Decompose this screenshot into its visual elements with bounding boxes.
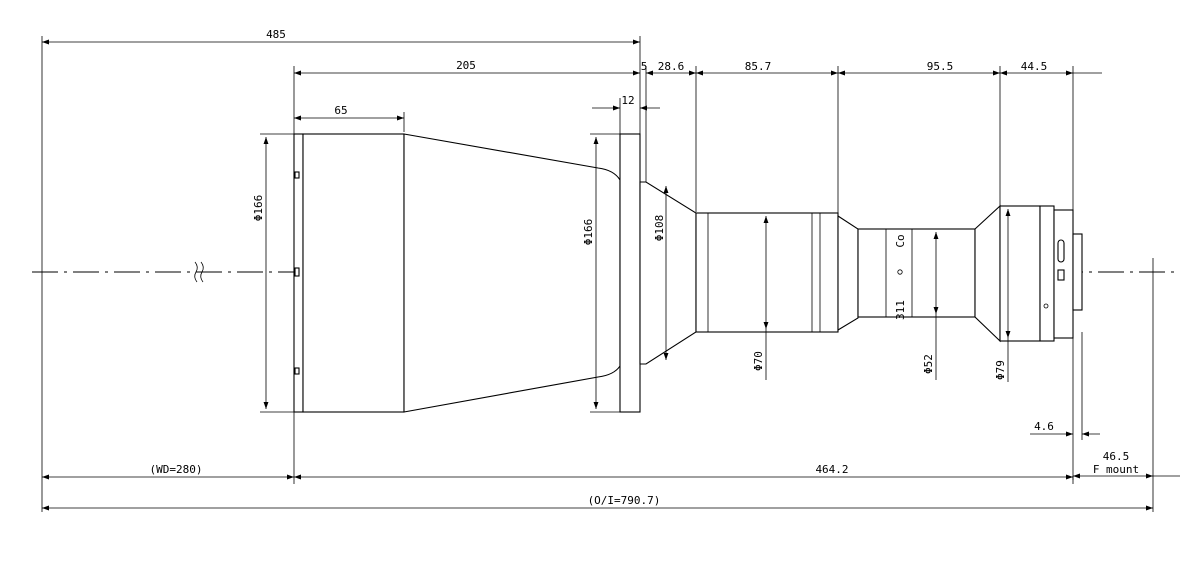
top-dimensions: 485 205 65 12 5 28.6 85.7 95.5 44.5 (42, 28, 1102, 121)
front-cone (403, 133, 621, 413)
mount-dimensions: 4.6 46.5 F mount (1030, 420, 1180, 479)
bottom-dimensions: (WD=280) 464.2 (O/I=790.7) (42, 463, 1153, 511)
dim-485: 485 (266, 28, 286, 41)
flange (619, 133, 641, 413)
dim-5: 5 (641, 60, 648, 73)
dim-85-7: 85.7 (745, 60, 772, 73)
dim-wd-280: (WD=280) (150, 463, 203, 476)
neck-cone (639, 181, 697, 365)
engraving-top: Co (894, 234, 907, 247)
front-barrel (302, 133, 405, 413)
dim-95-5: 95.5 (927, 60, 954, 73)
dim-dia-166-front: Φ166 (252, 195, 265, 222)
dim-dia-108: Φ108 (653, 215, 666, 242)
dim-dia-70: Φ70 (752, 351, 765, 371)
step-cone (837, 214, 859, 331)
diameter-dimensions: Φ166 Φ166 Φ108 Φ70 Φ52 Φ79 (252, 133, 1011, 413)
dim-65: 65 (334, 104, 347, 117)
dim-dia-79: Φ79 (994, 360, 1007, 380)
axis-break-symbol (194, 261, 204, 283)
dim-dia-52: Φ52 (922, 354, 935, 374)
engraving-bottom: 311 (894, 300, 907, 320)
dim-4-6: 4.6 (1034, 420, 1054, 433)
dim-28-6: 28.6 (658, 60, 685, 73)
mount-body (999, 205, 1041, 342)
dim-12: 12 (621, 94, 634, 107)
lens-body: Co 311 (293, 133, 1083, 413)
dim-464-2: 464.2 (815, 463, 848, 476)
mid-barrel (695, 212, 839, 333)
dim-oi-790-7: (O/I=790.7) (588, 494, 661, 507)
f-mount-label: F mount (1093, 463, 1139, 476)
dim-46-5: 46.5 (1103, 450, 1130, 463)
dim-205: 205 (456, 59, 476, 72)
rear-cone (974, 204, 1001, 343)
rear-barrel (857, 228, 976, 318)
dim-44-5: 44.5 (1021, 60, 1048, 73)
dim-dia-166-flange: Φ166 (582, 219, 595, 246)
